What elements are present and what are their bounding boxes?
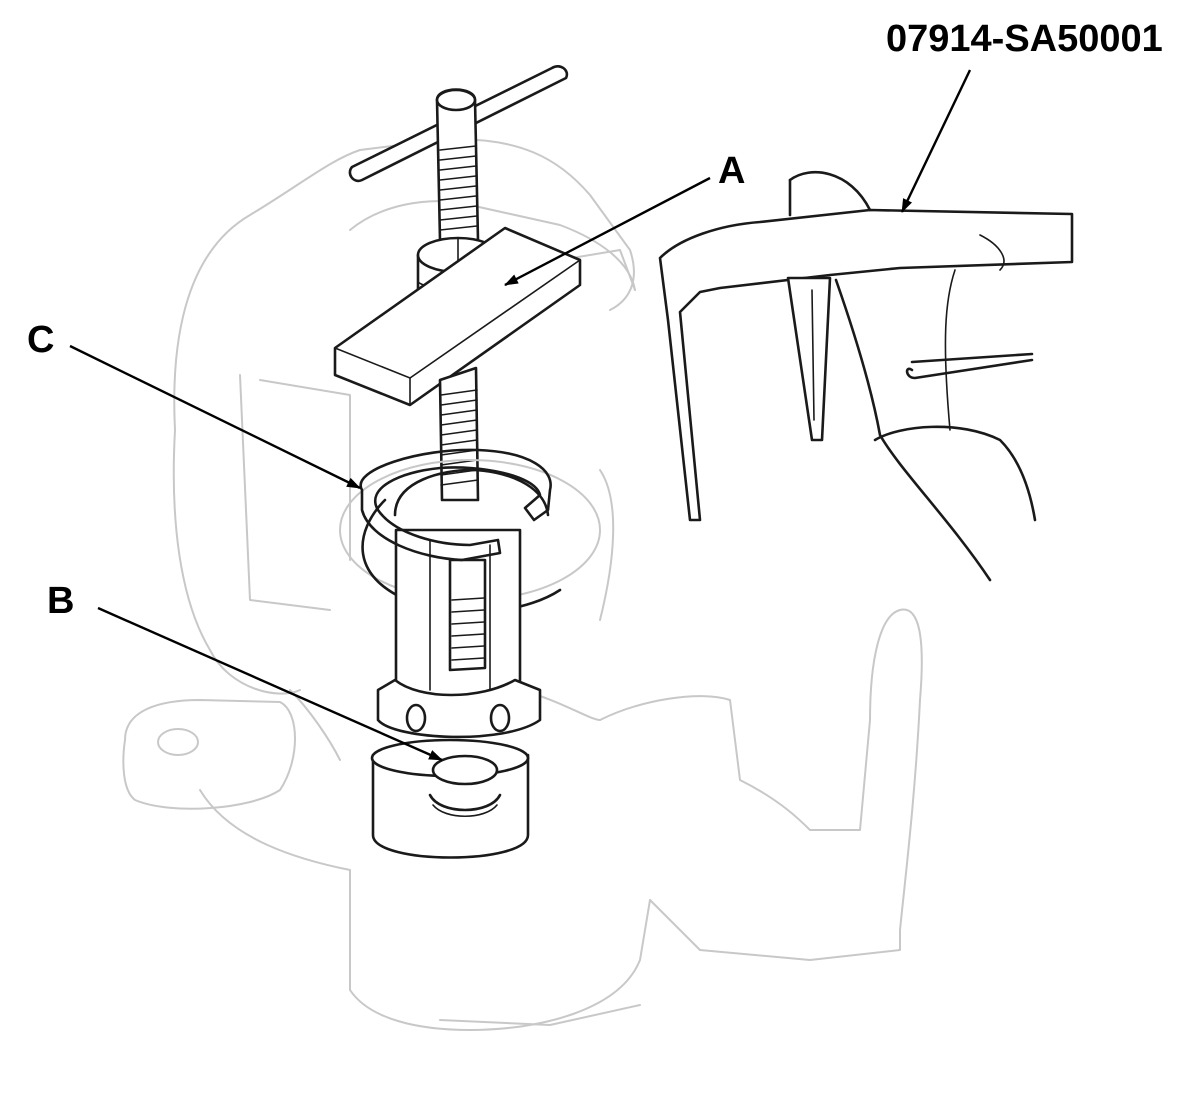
- puller-tool: [333, 65, 582, 502]
- callout-label-b: B: [47, 580, 75, 622]
- leader-b: [97, 606, 443, 762]
- snap-ring-pliers: [658, 170, 1074, 582]
- callout-label-a: A: [718, 150, 746, 192]
- leader-part-number: [900, 69, 972, 213]
- leader-c: [69, 344, 361, 490]
- part-number-label: 07914-SA50001: [886, 18, 1163, 60]
- leader-a: [504, 176, 711, 287]
- valve-assembly: [339, 448, 601, 859]
- callout-label-c: C: [27, 319, 55, 361]
